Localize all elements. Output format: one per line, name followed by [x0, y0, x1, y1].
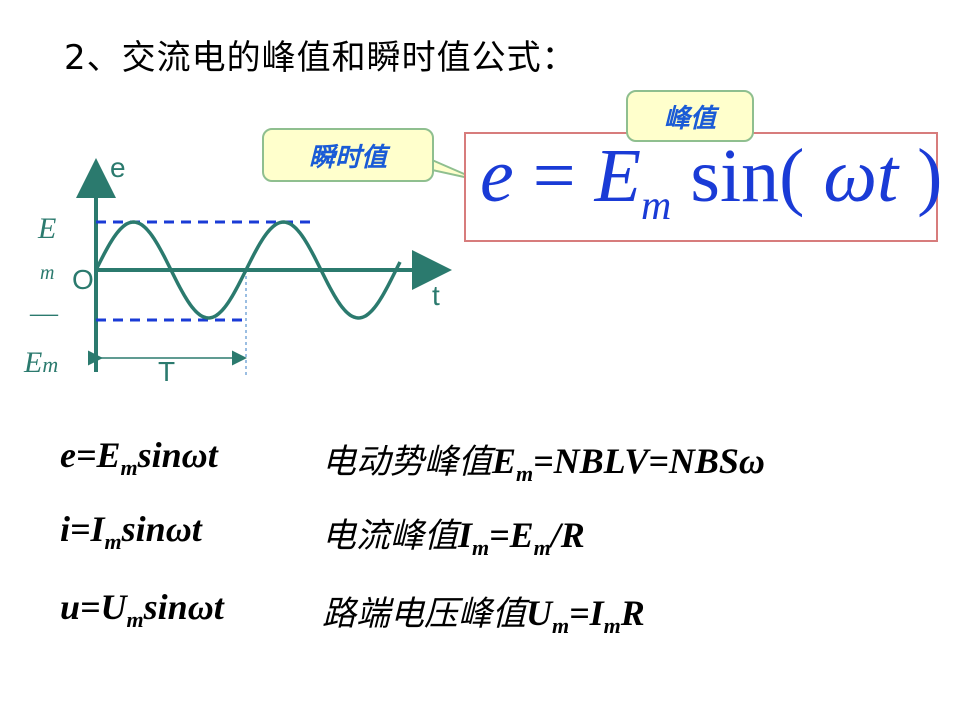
instant-value-callout: 瞬时值	[262, 128, 434, 182]
sine-wave-graph	[76, 158, 452, 376]
em-top-label: E	[38, 212, 56, 246]
neg-sign-label: —	[30, 298, 58, 330]
row-current-b: I	[458, 515, 473, 555]
formula-E: E	[594, 134, 642, 218]
row-voltage-a: u=U	[60, 587, 127, 627]
row-current-a-tail: sinωt	[121, 509, 202, 549]
row-voltage-eq: u=Umsinωt	[60, 587, 224, 632]
formula-close: )	[898, 134, 943, 218]
row-emf-b: E	[492, 441, 517, 481]
em-top-sub: m	[40, 262, 55, 284]
neg-sign: —	[30, 298, 58, 329]
row-voltage-b-sub: m	[552, 613, 570, 638]
peak-value-callout: 峰值	[626, 90, 754, 142]
formula-sin: sin(	[671, 134, 805, 218]
period-label: T	[158, 356, 176, 387]
formula-row-voltage: u=Umsinωt 路端电压峰值Um=ImR	[60, 586, 645, 638]
formula-m: m	[641, 183, 672, 229]
em-bottom-label: Em	[24, 346, 58, 380]
em-bottom-sub: m	[42, 352, 59, 377]
row-current-desc: 电流峰值Im=Em/R	[322, 508, 585, 561]
axis-label-t: t	[432, 280, 440, 311]
formula-e: e	[480, 134, 514, 218]
row-emf-a-sub: m	[120, 455, 138, 480]
row-current-a: i=I	[60, 509, 105, 549]
em-bottom-main: E	[24, 346, 43, 379]
row-current-cn: 电流峰值	[322, 516, 458, 556]
formula-box: e = Em sin( ωt )	[464, 132, 942, 242]
row-emf-a: e=E	[60, 435, 121, 475]
row-current-b-tail: =E	[489, 515, 534, 555]
row-voltage-b: U	[526, 593, 552, 633]
sine-formula: e = Em sin( ωt )	[480, 138, 942, 227]
row-current-b-sub2: m	[533, 535, 551, 560]
row-voltage-b-sub2: m	[603, 613, 621, 638]
axis-label-e: e	[110, 152, 126, 183]
row-voltage-cn: 路端电压峰值	[322, 594, 526, 634]
row-voltage-b-tail2: R	[620, 593, 645, 633]
row-current-a-sub: m	[104, 529, 122, 554]
em-top-sub-label: m	[40, 262, 54, 285]
row-voltage-a-sub: m	[126, 607, 144, 632]
formula-row-current: i=Imsinωt 电流峰值Im=Em/R	[60, 508, 585, 560]
formula-eq: =	[513, 134, 595, 218]
origin-label: O	[72, 264, 94, 295]
em-top-main: E	[38, 212, 57, 245]
row-emf-a-tail: sinωt	[137, 435, 218, 475]
formula-row-emf: e=Emsinωt 电动势峰值Em=NBLV=NBSω	[60, 434, 765, 486]
slide-title: 2、交流电的峰值和瞬时值公式：	[64, 38, 577, 78]
row-emf-cn: 电动势峰值	[322, 442, 492, 482]
row-voltage-desc: 路端电压峰值Um=ImR	[322, 586, 645, 639]
row-emf-eq: e=Emsinωt	[60, 435, 218, 480]
row-emf-b-sub: m	[516, 461, 534, 486]
row-voltage-a-tail: sinωt	[143, 587, 224, 627]
row-current-b-tail2: /R	[550, 515, 585, 555]
row-emf-desc: 电动势峰值Em=NBLV=NBSω	[322, 434, 765, 487]
row-voltage-b-tail: =I	[569, 593, 604, 633]
row-current-b-sub: m	[472, 535, 490, 560]
sine-curve	[94, 220, 402, 320]
formula-omega-t: ωt	[804, 134, 899, 218]
row-emf-b-tail: =NBLV=NBSω	[533, 441, 765, 481]
row-current-eq: i=Imsinωt	[60, 509, 202, 554]
